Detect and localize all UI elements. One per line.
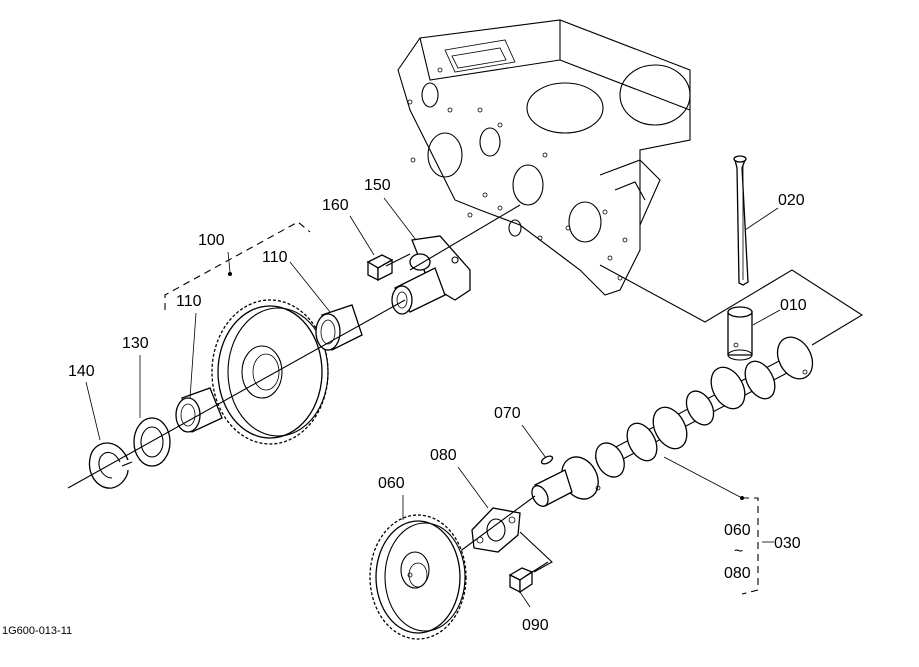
callout-060: 060	[378, 475, 405, 492]
callout-080: 080	[430, 447, 457, 464]
callout-030: 030	[774, 535, 801, 552]
camshaft	[531, 336, 814, 507]
callout-110-right: 110	[262, 249, 288, 266]
idle-gear	[211, 299, 329, 445]
idle-gear-bushing-left	[175, 387, 223, 433]
idle-gear-collar	[133, 417, 171, 467]
woodruff-key	[540, 455, 554, 465]
reference-frame-line	[599, 264, 864, 346]
callout-070: 070	[494, 405, 521, 422]
camshaft-stopper-plate	[471, 507, 521, 553]
callout-150: 150	[364, 177, 391, 194]
camshaft-axis-line	[454, 495, 536, 556]
tappet	[727, 306, 753, 361]
idle-gear-axis-line	[67, 299, 406, 489]
callout-110-left: 110	[176, 293, 202, 310]
idle-gear-shaft-bolt	[366, 253, 411, 282]
callout-020: 020	[778, 192, 805, 209]
block-alignment-line	[409, 204, 521, 271]
push-rod	[733, 155, 749, 286]
circlip	[88, 442, 133, 489]
idle-gear-bushing-right	[315, 304, 363, 351]
callout-range-symbol: ~	[734, 543, 743, 560]
assembly-line-plate	[519, 531, 553, 573]
engine-block-housing	[397, 19, 691, 296]
callout-080-range-end: 080	[724, 565, 751, 582]
callout-060-range-start: 060	[724, 522, 751, 539]
callout-090: 090	[522, 617, 549, 634]
callout-160: 160	[322, 197, 349, 214]
drawing-code: 1G600-013-11	[2, 625, 72, 637]
callout-010: 010	[780, 297, 807, 314]
idle-gear-shaft	[391, 235, 471, 315]
callout-140: 140	[68, 363, 95, 380]
leader-lines	[85, 197, 781, 608]
callout-100: 100	[198, 232, 225, 249]
cam-gear	[369, 514, 467, 640]
callout-130: 130	[122, 335, 149, 352]
camshaft-group-bracket	[741, 497, 759, 595]
camshaft-plate-screw	[508, 561, 549, 594]
idle-gear-group-bracket	[164, 221, 311, 310]
